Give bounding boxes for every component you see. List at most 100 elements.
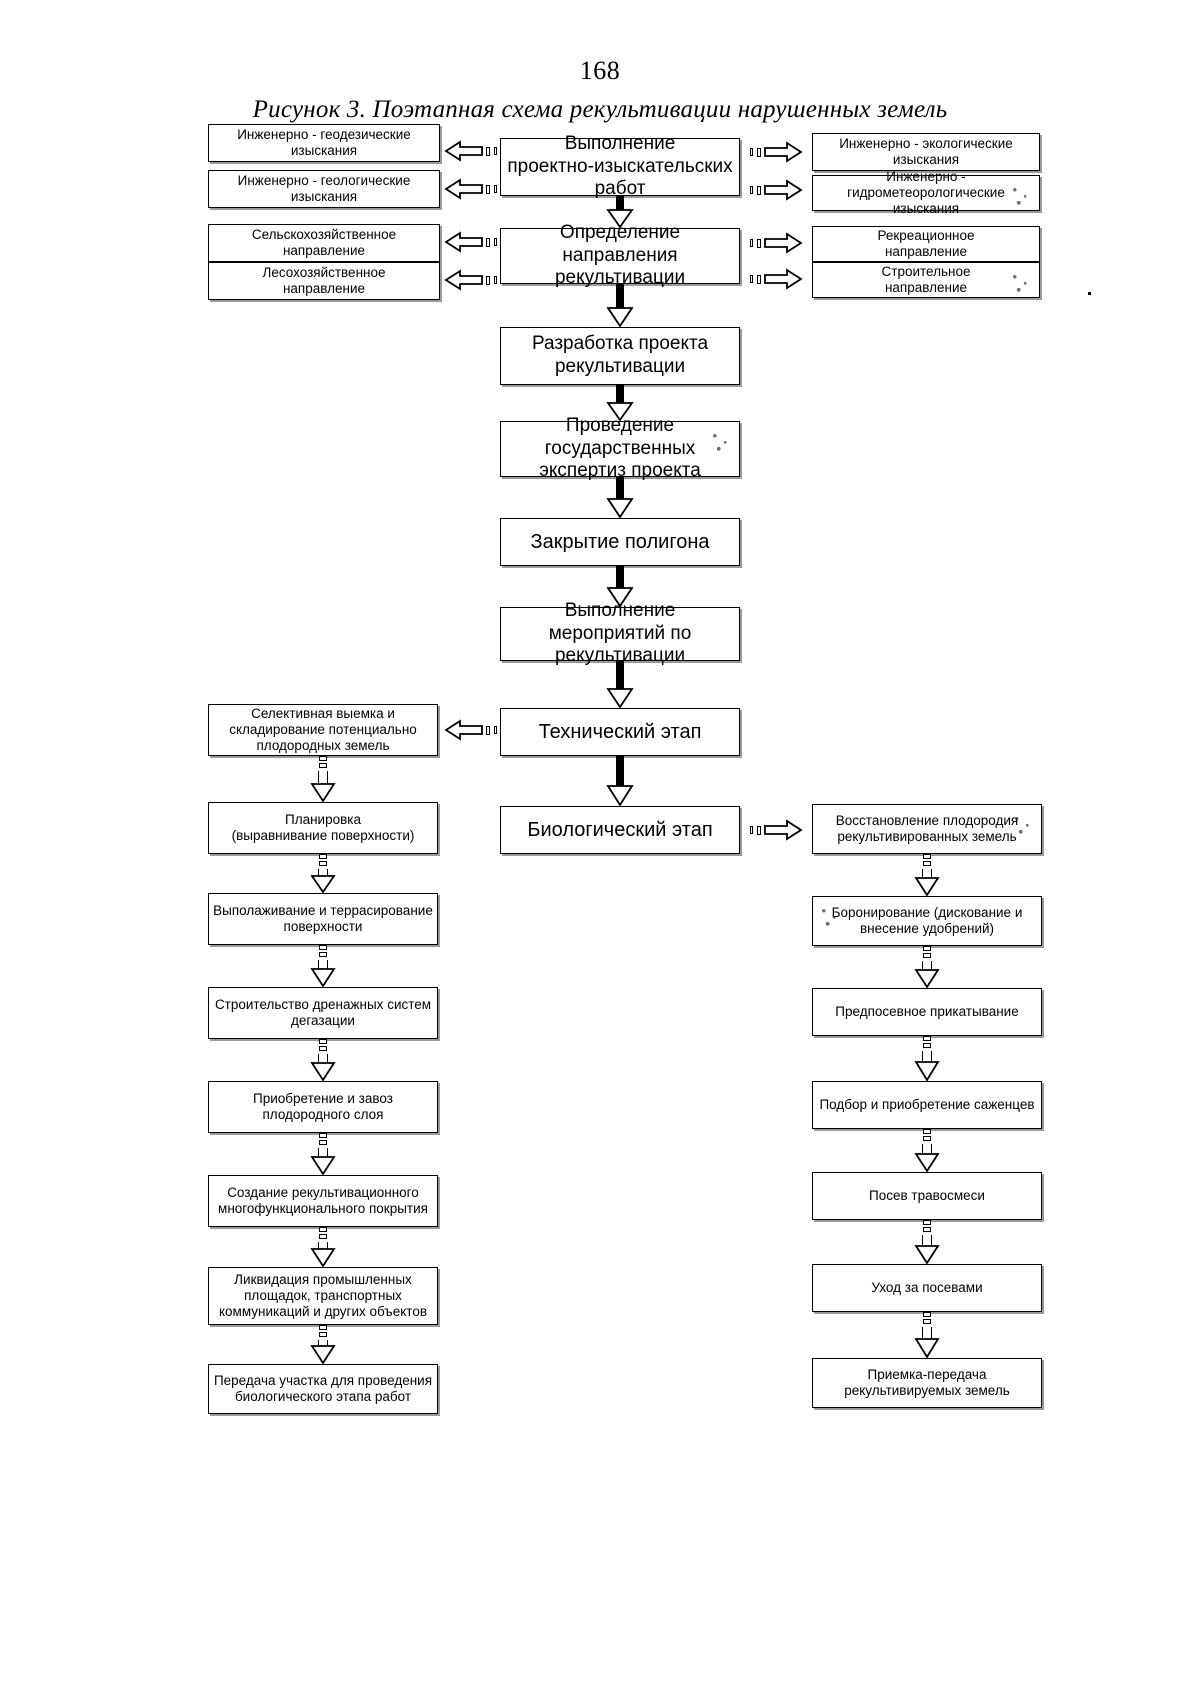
box-line-2: площадок, транспортных xyxy=(244,1287,402,1303)
box-line-1: Биологический этап xyxy=(527,819,713,841)
page-number: 168 xyxy=(579,56,621,85)
box-line-2: плодородного слоя xyxy=(262,1107,384,1122)
arrow-down-b6-b7 xyxy=(914,1312,940,1359)
box-line-2: рекультивируемых земель xyxy=(844,1383,1010,1398)
box-center-technical-stage: Технический этап xyxy=(500,708,740,756)
arrow-down-b4-b5 xyxy=(914,1129,940,1173)
arrow-down-b3-b4 xyxy=(914,1036,940,1082)
box-line-1: Определение направления xyxy=(559,221,681,266)
box-line-1: Разработка проекта xyxy=(531,333,709,355)
arrow-down-t3-t4 xyxy=(310,945,336,988)
box-line-2: биологического этапа работ xyxy=(234,1389,412,1404)
arrow-left-c2-l3 xyxy=(444,230,499,254)
box-right-engineering-ecological: Инженерно - экологические изыскания xyxy=(812,133,1040,171)
arrow-down-t4-t5 xyxy=(310,1039,336,1082)
box-line-2: направление xyxy=(884,280,968,295)
box-line-1: Уход за посевами xyxy=(871,1279,983,1295)
arrow-down-b2-b3 xyxy=(914,946,940,989)
box-line-1: Подбор и приобретение саженцев xyxy=(819,1096,1035,1112)
box-line-1: Проведение государственных xyxy=(544,414,696,459)
box-line-1: Выполаживание и террасирование xyxy=(213,902,433,918)
arrow-down-c5-c6 xyxy=(606,566,634,608)
box-bio-seedling-selection: Подбор и приобретение саженцев xyxy=(812,1081,1042,1129)
arrow-left-c7-t1 xyxy=(444,718,499,742)
box-line-2: дегазации xyxy=(291,1013,355,1028)
box-left-forestry-direction: Лесохозяйственное направление xyxy=(208,262,440,300)
box-line-2: складирование потенциально xyxy=(229,721,417,737)
box-center-biological-stage: Биологический этап xyxy=(500,806,740,854)
arrow-down-c7-c8 xyxy=(606,756,634,807)
box-line-1: Выполнение xyxy=(564,132,676,154)
box-bio-pre-sowing-rolling: Предпосевное прикатывание xyxy=(812,988,1042,1036)
box-line-2: многофункционального покрытия xyxy=(218,1201,428,1216)
box-line-2: рекультивации xyxy=(554,645,686,667)
box-line-2: рекультивации xyxy=(554,267,686,289)
box-line-2: изыскания xyxy=(290,143,358,158)
box-bio-harrowing-fertilizing: Боронирование (дискование и внесение удо… xyxy=(812,896,1042,946)
box-line-1: Строительство дренажных систем xyxy=(214,996,432,1012)
box-line-2: рекультивации xyxy=(554,356,686,377)
scan-speck xyxy=(1088,292,1091,295)
box-line-1: Строительное xyxy=(881,263,971,279)
box-tech-flattening-terracing: Выполаживание и террасирование поверхнос… xyxy=(208,893,438,945)
box-line-1: Селективная выемка и xyxy=(251,705,395,721)
arrow-right-c2-r4 xyxy=(748,267,803,291)
figure-title: Рисунок 3. Поэтапная схема рекультивации… xyxy=(252,96,948,123)
box-left-engineering-geodetic: Инженерно - геодезические изыскания xyxy=(208,124,440,162)
box-tech-planning-leveling: Планировка (выравнивание поверхности) xyxy=(208,802,438,854)
box-center-reclamation-measures: Выполнение мероприятий по рекультивации xyxy=(500,600,740,666)
box-line-1: Передача участка для проведения xyxy=(213,1372,433,1388)
box-line-1: Боронирование (дискование и xyxy=(831,904,1023,920)
box-line-1: Выполнение мероприятий по xyxy=(548,599,692,644)
arrow-down-t2-t3 xyxy=(310,854,336,894)
arrow-down-c6-c7 xyxy=(606,661,634,709)
box-line-1: Планировка xyxy=(285,811,361,827)
box-center-landfill-closure: Закрытие полигона xyxy=(500,518,740,566)
box-left-engineering-geological: Инженерно - геологические изыскания xyxy=(208,170,440,208)
box-right-recreational-direction: Рекреационное направление xyxy=(812,226,1040,262)
arrow-down-t7-t8 xyxy=(310,1325,336,1365)
box-line-2: направление xyxy=(884,244,968,259)
box-line-1: Инженерно - экологические xyxy=(839,135,1013,151)
box-line-2: поверхности xyxy=(283,919,363,934)
box-right-engineering-hydrometeorological: Инженерно - гидрометеорологические изыск… xyxy=(812,169,1040,216)
box-line-1: Приобретение и завоз xyxy=(253,1090,393,1106)
box-right-construction-direction: Строительное направление xyxy=(812,262,1040,298)
arrow-left-c1-l2 xyxy=(444,177,499,201)
arrow-down-c3-c4 xyxy=(606,385,634,422)
arrow-down-b5-b6 xyxy=(914,1220,940,1265)
box-tech-site-transfer: Передача участка для проведения биологич… xyxy=(208,1364,438,1414)
box-line-1: Ликвидация промышленных xyxy=(234,1271,412,1287)
box-line-1: Рекреационное xyxy=(877,227,975,243)
box-line-1: Предпосевное прикатывание xyxy=(835,1003,1019,1019)
arrow-down-c4-c5 xyxy=(606,477,634,519)
box-line-3: плодородных земель xyxy=(256,738,390,754)
box-bio-fertility-restoration: Восстановление плодородия рекультивирова… xyxy=(812,804,1042,854)
box-tech-liquidation-industrial-sites: Ликвидация промышленных площадок, трансп… xyxy=(208,1267,438,1325)
arrow-down-b1-b2 xyxy=(914,854,940,897)
box-line-1: Инженерно - xyxy=(886,168,966,184)
box-line-2: изыскания xyxy=(892,152,960,167)
box-line-2: внесение удобрений) xyxy=(859,921,995,936)
box-left-agricultural-direction: Сельскохозяйственное направление xyxy=(208,224,440,262)
box-line-3: коммуникаций и других объектов xyxy=(218,1304,428,1320)
box-line-2: экспертиз проекта xyxy=(539,460,701,482)
box-tech-multifunctional-cover: Создание рекультивационного многофункцио… xyxy=(208,1175,438,1227)
box-line-1: Инженерно - геологические xyxy=(237,172,411,188)
box-line-1: Посев травосмеси xyxy=(869,1187,985,1203)
arrow-right-c1-r1 xyxy=(748,140,803,164)
box-bio-acceptance-transfer: Приемка-передача рекультивируемых земель xyxy=(812,1358,1042,1408)
box-bio-grass-sowing: Посев травосмеси xyxy=(812,1172,1042,1220)
arrow-right-c2-r3 xyxy=(748,231,803,255)
box-line-2: изыскания xyxy=(290,189,358,204)
box-tech-fertile-layer-purchase: Приобретение и завоз плодородного слоя xyxy=(208,1081,438,1133)
box-line-2: проектно-изыскательских работ xyxy=(507,155,733,200)
arrow-down-t5-t6 xyxy=(310,1133,336,1176)
box-line-1: Создание рекультивационного xyxy=(227,1184,419,1200)
box-center-state-expertise: Проведение государственных экспертиз про… xyxy=(500,415,740,481)
box-line-1: Приемка-передача xyxy=(867,1366,987,1382)
box-line-1: Закрытие полигона xyxy=(530,531,710,553)
box-line-2: гидрометеорологические изыскания xyxy=(847,184,1005,217)
box-tech-drainage-degassing: Строительство дренажных систем дегазации xyxy=(208,987,438,1039)
